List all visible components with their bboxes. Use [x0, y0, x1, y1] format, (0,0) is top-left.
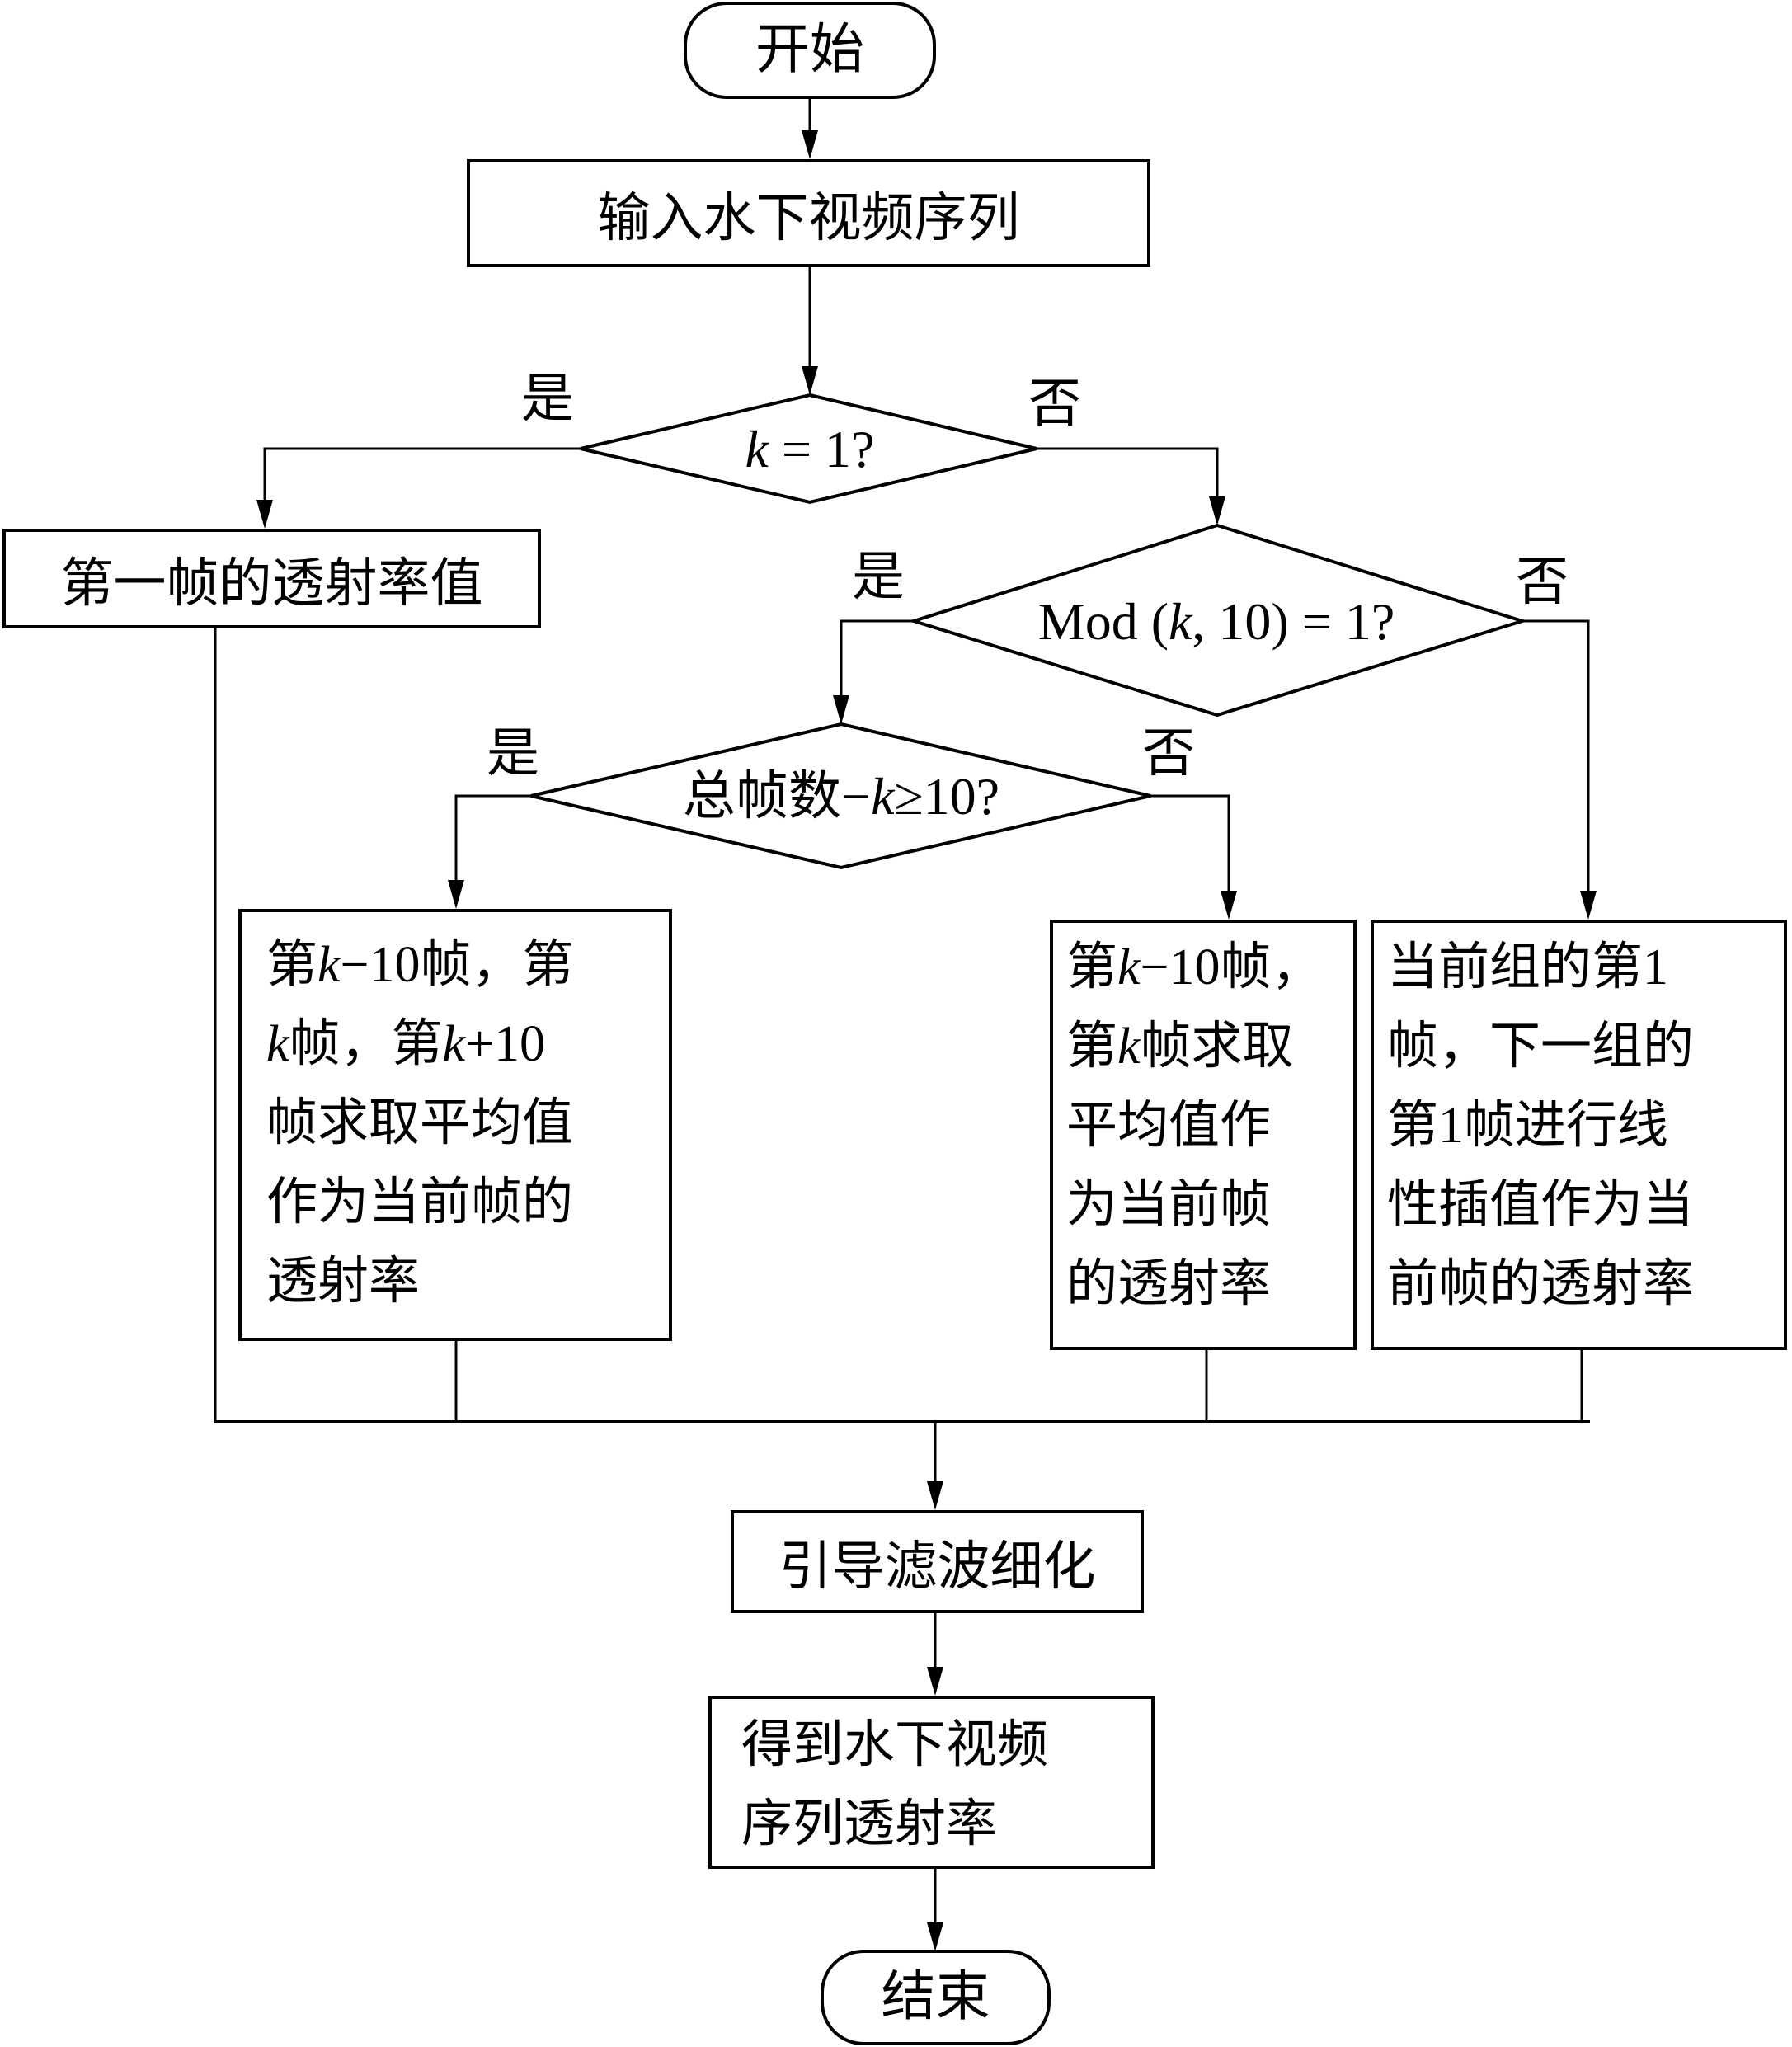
- text-line: 当前组的第1: [1387, 939, 1669, 995]
- start-terminal: [684, 2, 936, 99]
- text-line: 序列透射率: [741, 1796, 998, 1852]
- arrowheads: [256, 130, 1597, 1951]
- first-frame-box: 第一帧的透射率值: [2, 529, 541, 628]
- text-line: 作为当前帧的: [266, 1174, 574, 1231]
- decision-total-minus-k: [530, 722, 1151, 870]
- decision-text-post: ≥10?: [894, 767, 1000, 826]
- avg-two-frames-text: 第k−10帧， 第k帧求取 平均值作 为当前帧 的透射率: [1066, 928, 1323, 1324]
- decision-text-post: , 10) = 1?: [1192, 592, 1395, 651]
- decision-k-equals-1: [580, 393, 1037, 505]
- decision-text: = 1?: [768, 420, 875, 478]
- text-line: 帧，下一组的: [1387, 1019, 1695, 1075]
- linear-interpolation-text: 当前组的第1 帧，下一组的 第1帧进行线 性插值作为当 前帧的透射率: [1387, 928, 1694, 1324]
- avg-two-frames-box: 第k−10帧， 第k帧求取 平均值作 为当前帧 的透射率: [1050, 920, 1357, 1350]
- text-line: 得到水下视频: [741, 1717, 1049, 1773]
- guided-filter-label: 引导滤波细化: [778, 1536, 1096, 1596]
- text-line: 第k−10帧，第: [266, 937, 574, 993]
- end-terminal: [821, 1950, 1051, 2045]
- text-line: 前帧的透射率: [1387, 1256, 1695, 1312]
- decision-text-pre: 总帧数−: [682, 767, 872, 826]
- arrowhead: [256, 500, 273, 529]
- arrowhead: [1580, 891, 1597, 920]
- decision-mod-k-10: [908, 523, 1528, 718]
- arrowhead: [448, 880, 464, 909]
- arrowhead: [927, 1922, 943, 1951]
- arrowhead: [802, 130, 818, 159]
- var-k: k: [871, 767, 895, 826]
- yes-label-decision1: 是: [521, 369, 574, 428]
- input-video-box: 输入水下视频序列: [467, 159, 1150, 267]
- linear-interpolation-box: 当前组的第1 帧，下一组的 第1帧进行线 性插值作为当 前帧的透射率: [1371, 920, 1787, 1350]
- no-label-decision1: 否: [1028, 374, 1081, 433]
- var-k: k: [745, 420, 769, 478]
- text-line: 为当前帧: [1066, 1177, 1272, 1233]
- text-line: 第1帧进行线: [1387, 1098, 1669, 1154]
- decision-total-label: 总帧数−k≥10?: [602, 767, 1080, 826]
- var-k: k: [1169, 592, 1192, 651]
- text-line: 性插值作为当: [1387, 1177, 1695, 1233]
- text-line: 平均值作: [1066, 1098, 1272, 1154]
- yes-label-decision3: 是: [487, 724, 539, 783]
- text-line: 的透射率: [1066, 1256, 1272, 1312]
- text-line: k帧，第k+10: [266, 1016, 546, 1072]
- avg-three-frames-text: 第k−10帧，第 k帧，第k+10 帧求取平均值 作为当前帧的 透射率: [266, 925, 574, 1321]
- text-line: 帧求取平均值: [266, 1095, 574, 1151]
- decision-mod-label: Mod (k, 10) = 1?: [973, 592, 1460, 652]
- arrowhead: [802, 366, 818, 395]
- text-line: 第k−10帧，: [1066, 939, 1323, 995]
- text-line: 第k帧求取: [1066, 1019, 1294, 1075]
- text-line: 透射率: [266, 1254, 421, 1310]
- decision-text-pre: Mod (: [1037, 592, 1169, 651]
- arrowhead: [1221, 891, 1237, 920]
- arrowhead: [927, 1481, 943, 1510]
- arrowhead: [833, 695, 849, 724]
- decision-k-equals-1-label: k = 1?: [676, 421, 943, 478]
- result-text: 得到水下视频 序列透射率: [741, 1706, 1048, 1864]
- avg-three-frames-box: 第k−10帧，第 k帧，第k+10 帧求取平均值 作为当前帧的 透射率: [238, 909, 672, 1341]
- no-label-decision3: 否: [1142, 724, 1195, 783]
- yes-label-decision2: 是: [852, 548, 905, 606]
- result-box: 得到水下视频 序列透射率: [708, 1696, 1155, 1869]
- no-label-decision2: 否: [1516, 553, 1569, 611]
- start-label: 开始: [755, 20, 864, 80]
- input-video-label: 输入水下视频序列: [597, 188, 1020, 247]
- arrowhead: [927, 1667, 943, 1696]
- arrowhead: [1209, 496, 1225, 525]
- guided-filter-box: 引导滤波细化: [731, 1510, 1144, 1613]
- end-label: 结束: [881, 1967, 990, 2027]
- first-frame-label: 第一帧的透射率值: [60, 553, 483, 613]
